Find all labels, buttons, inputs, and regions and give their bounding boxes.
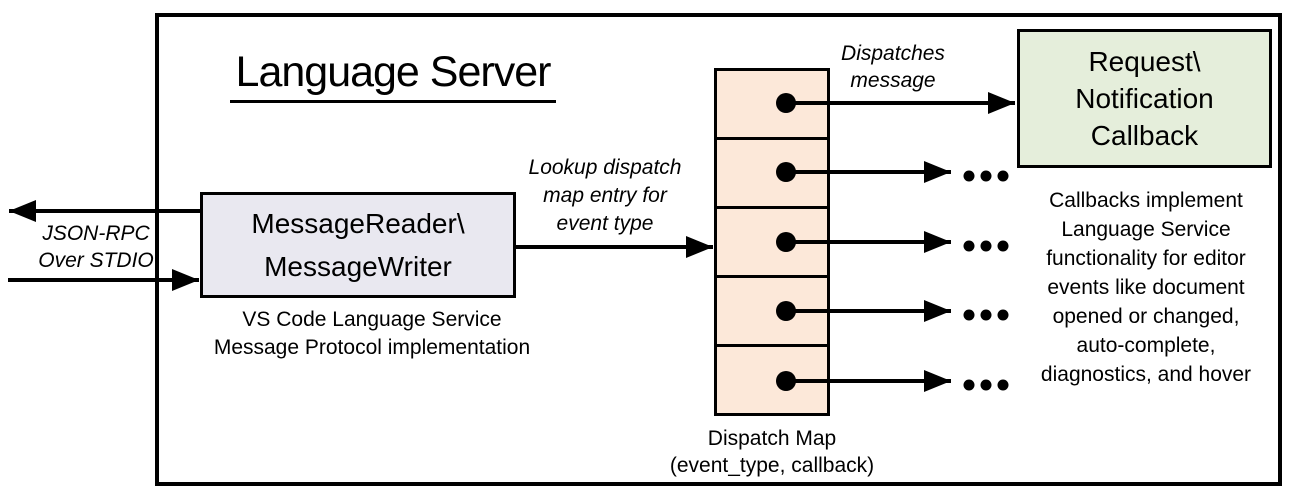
- callbacks-note-line4: events like document: [1047, 276, 1245, 299]
- dispatch-map-cell: [717, 137, 827, 206]
- callbacks-note-line2: Language Service: [1061, 218, 1231, 241]
- dispatch-map-cell: [717, 275, 827, 344]
- dispatch-map-cell: [717, 344, 827, 413]
- dispatch-caption-line1: Dispatch Map: [707, 427, 837, 450]
- stdio-label-line1: JSON-RPC: [42, 222, 150, 245]
- message-box-caption: VS Code Language Service Message Protoco…: [192, 306, 552, 362]
- message-box-line2: MessageWriter: [264, 251, 452, 282]
- callbacks-note-line5: opened or changed,: [1052, 305, 1240, 328]
- message-caption-line2: Message Protocol implementation: [213, 336, 531, 359]
- dispatch-caption-line2: (event_type, callback): [669, 454, 875, 477]
- diagram-title: Language Server: [228, 48, 558, 103]
- callback-box-line3: Callback: [1090, 120, 1199, 151]
- diagram-title-text: Language Server: [229, 48, 557, 103]
- request-notification-callback-box: Request\ Notification Callback: [1017, 29, 1272, 168]
- dispatch-map-cell: [717, 206, 827, 275]
- dispatches-label-line1: Dispatches: [841, 42, 945, 65]
- message-caption-line1: VS Code Language Service: [242, 308, 502, 331]
- lookup-dispatch-label: Lookup dispatch map entry for event type: [505, 154, 705, 238]
- callbacks-note: Callbacks implement Language Service fun…: [1018, 186, 1274, 389]
- lookup-label-line2: map entry for: [543, 184, 667, 207]
- stdio-label-line2: Over STDIO: [38, 249, 154, 272]
- callbacks-note-line6: auto-complete,: [1076, 334, 1216, 357]
- message-box-line1: MessageReader\: [251, 208, 465, 239]
- dispatches-message-label: Dispatches message: [793, 40, 993, 94]
- callbacks-note-line7: diagnostics, and hover: [1040, 363, 1252, 386]
- lookup-label-line1: Lookup dispatch: [528, 156, 682, 179]
- callback-box-line2: Notification: [1075, 83, 1214, 114]
- dispatch-map: [714, 68, 830, 416]
- dispatches-label-line2: message: [850, 69, 936, 92]
- callbacks-note-line1: Callbacks implement: [1049, 189, 1243, 212]
- callback-box-line1: Request\: [1088, 46, 1201, 77]
- callbacks-note-line3: functionality for editor: [1046, 247, 1246, 270]
- message-reader-writer-box: MessageReader\ MessageWriter: [200, 192, 516, 298]
- dispatch-map-caption: Dispatch Map (event_type, callback): [640, 425, 904, 479]
- lookup-label-line3: event type: [556, 212, 654, 235]
- stdio-label: JSON-RPC Over STDIO: [10, 220, 182, 274]
